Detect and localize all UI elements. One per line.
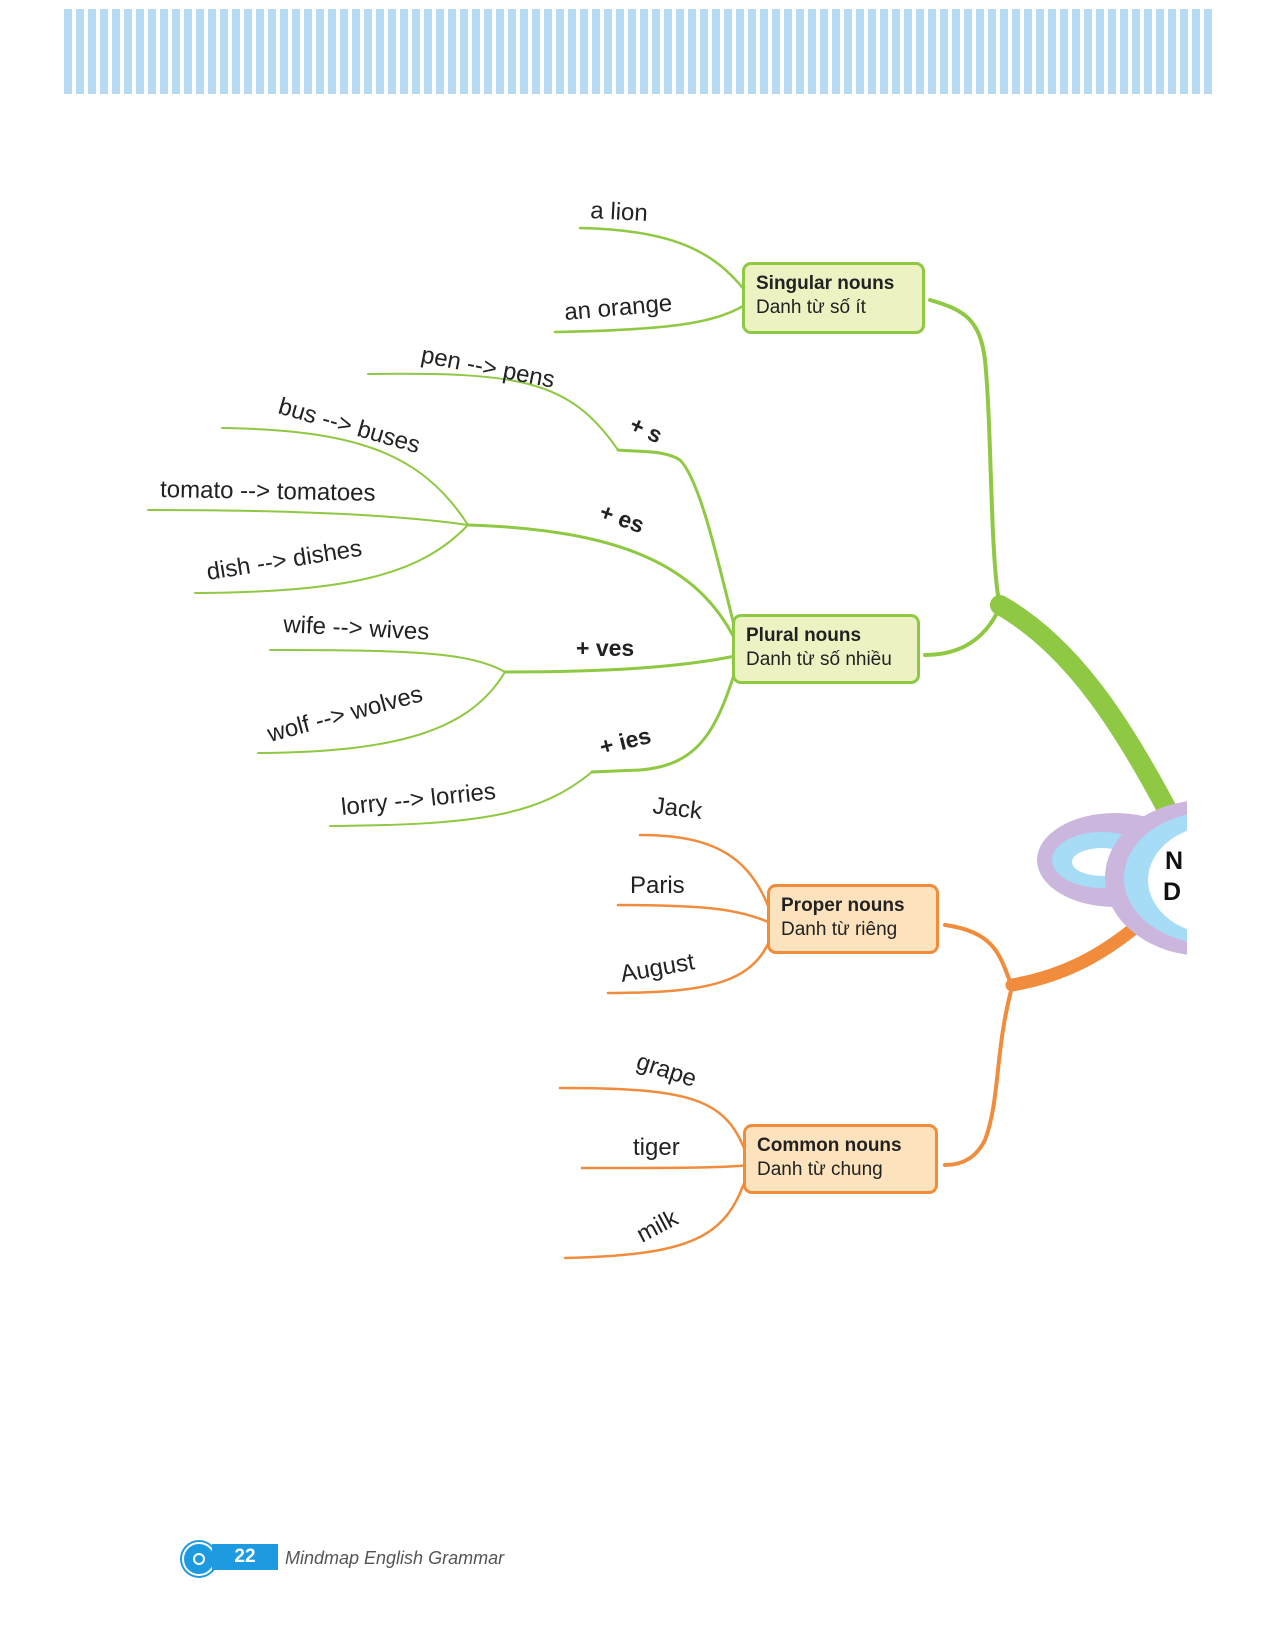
node-singular-nouns: Singular nouns Danh từ số ít bbox=[742, 262, 925, 334]
branch-orange bbox=[553, 298, 754, 334]
branch-paris bbox=[616, 903, 777, 927]
rule-ies: + ies bbox=[597, 722, 654, 760]
rule-ves: + ves bbox=[576, 635, 634, 661]
branch-wife bbox=[269, 649, 506, 673]
branch-center-to-nouns-green bbox=[990, 595, 1180, 825]
branch-plural-ves bbox=[503, 653, 742, 674]
rule-labels: + s + es + ves + ies bbox=[576, 411, 666, 760]
branch-wolf bbox=[257, 671, 506, 754]
page-number: 22 bbox=[212, 1544, 278, 1570]
rule-es: + es bbox=[596, 498, 648, 538]
branch-hub-to-common bbox=[943, 985, 1014, 1167]
branch-tiger bbox=[580, 1163, 752, 1170]
node-plural-title: Plural nouns bbox=[746, 625, 862, 646]
center-label-line2: D bbox=[1163, 878, 1181, 906]
node-proper-subtitle: Danh từ riêng bbox=[781, 919, 898, 940]
leaf-tiger: tiger bbox=[633, 1134, 680, 1161]
node-singular-title: Singular nouns bbox=[756, 273, 895, 294]
leaf-bus-buses: bus --> buses bbox=[275, 393, 423, 459]
branch-plural-es bbox=[466, 523, 742, 652]
leaf-grape: grape bbox=[633, 1048, 700, 1093]
branch-orange-hub bbox=[943, 923, 1014, 989]
book-logo-icon bbox=[182, 1542, 216, 1576]
leaf-wolf-wolves: wolf --> wolves bbox=[264, 680, 426, 748]
leaf-paris: Paris bbox=[630, 872, 685, 899]
node-singular-subtitle: Danh từ số ít bbox=[756, 297, 866, 318]
leaf-dish-dishes: dish --> dishes bbox=[205, 535, 364, 586]
branch-plural-ies bbox=[590, 653, 742, 774]
leaf-a-lion: a lion bbox=[590, 197, 649, 227]
branch-hub-to-plural bbox=[923, 605, 1002, 657]
branch-plural-s bbox=[616, 448, 742, 652]
node-proper-title: Proper nouns bbox=[781, 895, 905, 916]
leaf-pen-pens: pen --> pens bbox=[419, 341, 557, 393]
leaf-lorry-lorries: lorry --> lorries bbox=[340, 778, 497, 821]
node-plural-subtitle: Danh từ số nhiều bbox=[746, 649, 892, 670]
branch-grape bbox=[558, 1086, 752, 1167]
orange-branches bbox=[558, 833, 1157, 1260]
leaf-milk: milk bbox=[632, 1204, 683, 1248]
leaf-august: August bbox=[618, 948, 697, 988]
branch-pen bbox=[367, 372, 619, 451]
branch-dish bbox=[194, 524, 469, 594]
center-label-line1: N bbox=[1165, 847, 1183, 875]
leaf-labels: a lion an orange pen --> pens bus --> bu… bbox=[160, 197, 705, 1248]
branch-milk bbox=[563, 1163, 752, 1260]
rule-s: + s bbox=[626, 411, 667, 448]
leaf-an-orange: an orange bbox=[563, 290, 673, 326]
node-common-nouns: Common nouns Danh từ chung bbox=[743, 1124, 938, 1194]
node-common-subtitle: Danh từ chung bbox=[757, 1159, 883, 1180]
branch-lion bbox=[578, 226, 754, 302]
book-title: Mindmap English Grammar bbox=[285, 1548, 505, 1568]
node-common-title: Common nouns bbox=[757, 1135, 902, 1156]
green-branches bbox=[147, 226, 1180, 827]
leaf-tomato-tomatoes: tomato --> tomatoes bbox=[160, 476, 376, 507]
header-stripe-band bbox=[64, 9, 1213, 94]
branch-lorry bbox=[329, 771, 593, 827]
branch-green-hub bbox=[928, 298, 1002, 609]
node-proper-nouns: Proper nouns Danh từ riêng bbox=[767, 884, 939, 954]
center-node: N D bbox=[1037, 800, 1275, 960]
leaf-jack: Jack bbox=[651, 792, 704, 825]
branch-tomato bbox=[147, 509, 469, 526]
node-plural-nouns: Plural nouns Danh từ số nhiều bbox=[732, 614, 920, 684]
branch-bus bbox=[221, 427, 469, 526]
leaf-wife-wives: wife --> wives bbox=[282, 611, 430, 646]
